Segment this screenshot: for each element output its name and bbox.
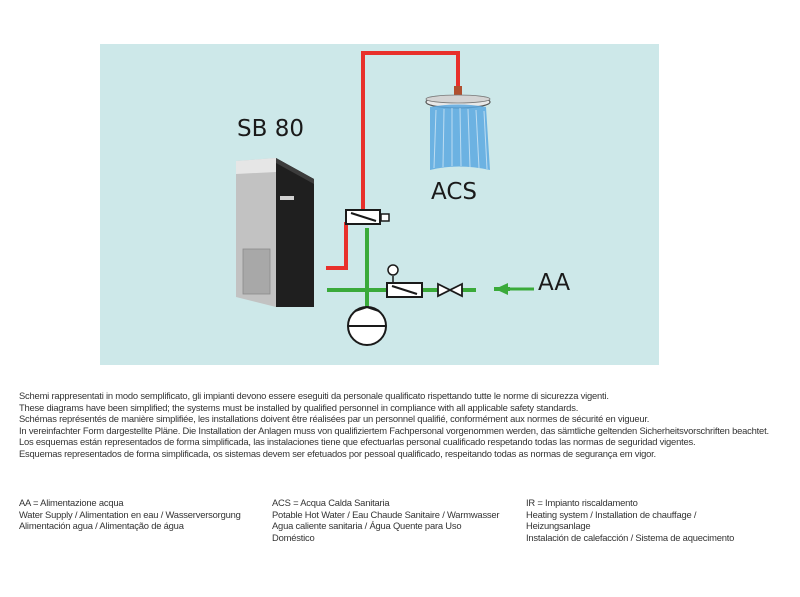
shower-head-icon	[425, 86, 491, 170]
disclaimer-en: These diagrams have been simplified; the…	[19, 401, 579, 413]
legend-aa-line: AA = Alimentazione acqua	[19, 497, 124, 508]
disclaimer-fr: Schémas représentés de manière simplifié…	[19, 413, 650, 425]
legend-acs-line: Doméstico	[272, 531, 315, 543]
disclaimer-es: Los esquemas están representados de form…	[19, 436, 696, 448]
hydraulic-diagram: SB 80 ACS AA	[100, 44, 659, 365]
cold-water-pipes	[327, 228, 510, 314]
arrow-left-icon	[495, 283, 534, 295]
hot-water-pipes	[326, 51, 460, 270]
legend-aa-line: Alimentación agua / Alimentação de água	[19, 520, 184, 532]
disclaimer-pt: Esquemas representados de forma simplifi…	[19, 447, 656, 459]
filter-icon	[386, 282, 423, 298]
disclaimer-it: Schemi rappresentati in modo semplificat…	[19, 390, 609, 401]
legend-aa: AA = Alimentazione acqua Water Supply / …	[19, 497, 259, 532]
circulation-pump-icon	[347, 306, 387, 346]
legend-ir-line: Heizungsanlage	[526, 520, 591, 532]
pressure-gauge-icon	[387, 264, 399, 284]
legend-acs-line: Potable Hot Water / Eau Chaude Sanitaire…	[272, 508, 500, 520]
safety-disclaimer: Schemi rappresentati in modo semplificat…	[19, 390, 785, 460]
legend-ir-line: IR = Impianto riscaldamento	[526, 497, 638, 508]
boiler-unit	[236, 158, 314, 307]
disclaimer-de: In vereinfachter Form dargestellte Pläne…	[19, 424, 769, 436]
legend-acs: ACS = Acqua Calda Sanitaria Potable Hot …	[272, 497, 512, 543]
legend-ir-line: Heating system / Installation de chauffa…	[526, 508, 697, 520]
legend-acs-line: ACS = Acqua Calda Sanitaria	[272, 497, 390, 508]
acs-label: ACS	[431, 179, 477, 205]
legend-ir: IR = Impianto riscaldamento Heating syst…	[526, 497, 766, 543]
legend-acs-line: Agua caliente sanitaria / Água Quente pa…	[272, 520, 462, 532]
aa-label: AA	[538, 270, 571, 296]
legend-aa-line: Water Supply / Alimentation en eau / Was…	[19, 508, 241, 520]
boiler-model-title: SB 80	[237, 116, 304, 142]
diagram-canvas	[236, 51, 534, 346]
gate-valve-icon	[437, 282, 463, 298]
legend-ir-line: Instalación de calefacción / Sistema de …	[526, 531, 735, 543]
heat-exchanger-icon	[345, 209, 390, 225]
